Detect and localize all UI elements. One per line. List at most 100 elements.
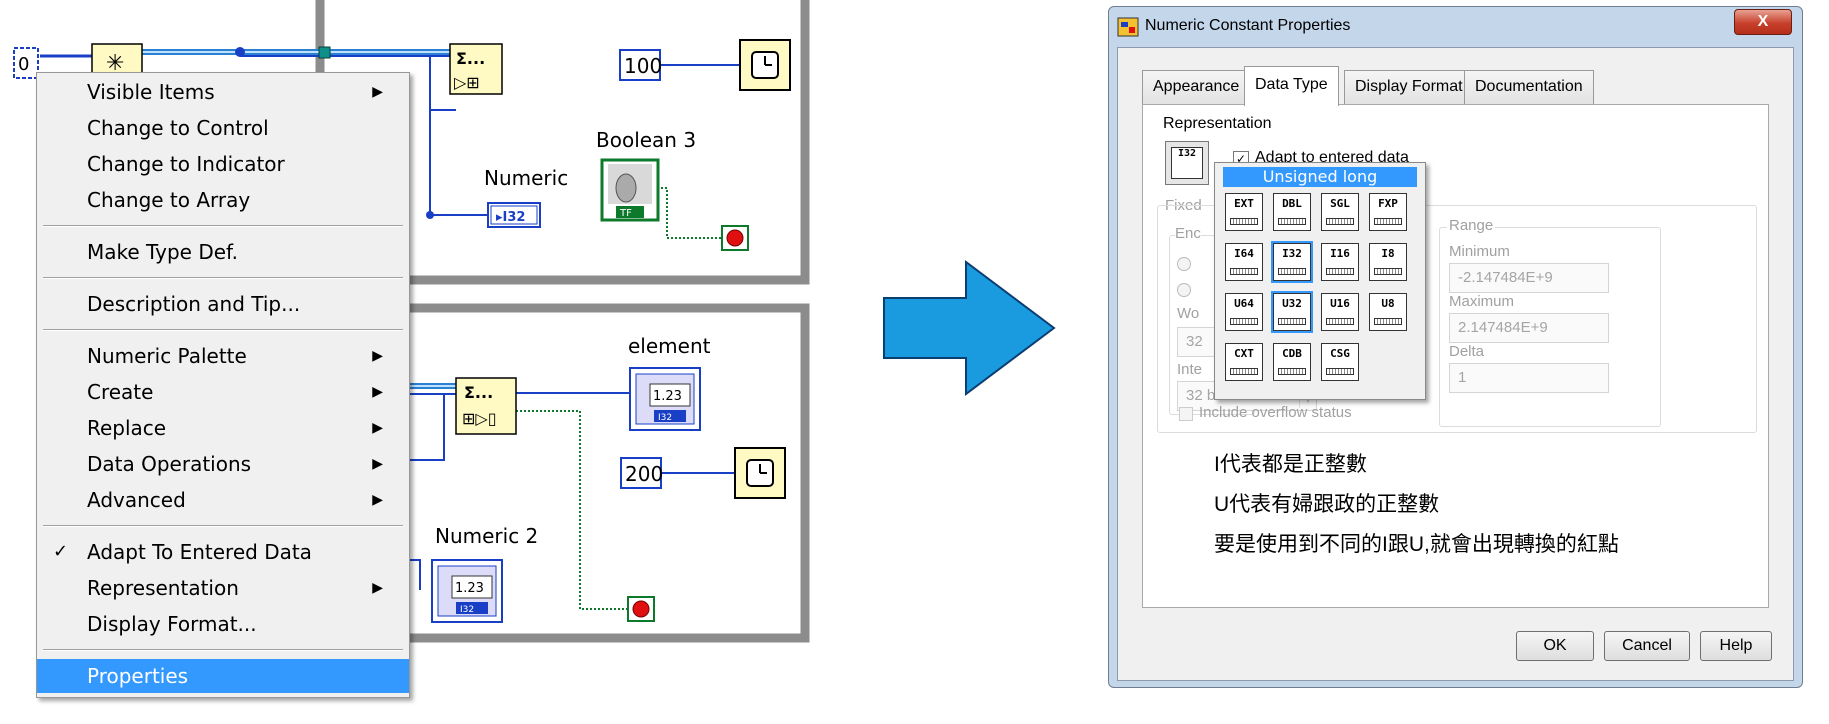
ok-button[interactable]: OK (1516, 631, 1594, 661)
menu-item-adapt-to-entered-data[interactable]: ✓Adapt To Entered Data (37, 535, 409, 569)
boolean-control-terminal: TF (600, 158, 660, 222)
representation-button[interactable]: I32 (1165, 141, 1209, 185)
type-ext[interactable]: EXT (1225, 193, 1263, 231)
menu-separator (43, 525, 403, 527)
menu-item-change-to-control[interactable]: Change to Control (87, 116, 269, 140)
menu-item-representation[interactable]: Representation▶ (37, 571, 409, 605)
help-button[interactable]: Help (1700, 631, 1772, 661)
numeric-label: Numeric (484, 166, 569, 190)
constant-100 (619, 49, 661, 81)
dialog-title: Numeric Constant Properties (1145, 17, 1351, 34)
type-csg[interactable]: CSG (1321, 343, 1359, 381)
type-u32[interactable]: U32 (1271, 291, 1313, 333)
type-i64[interactable]: I64 (1225, 243, 1263, 281)
svg-text:▷⊞: ▷⊞ (454, 73, 480, 92)
range-group (1439, 227, 1661, 427)
type-u8[interactable]: U8 (1369, 293, 1407, 331)
right-arrow-icon (883, 260, 1056, 396)
delta-field[interactable]: 1 (1449, 363, 1609, 393)
type-u64[interactable]: U64 (1225, 293, 1263, 331)
type-cdb[interactable]: CDB (1273, 343, 1311, 381)
close-button[interactable]: X (1734, 9, 1792, 35)
radio-signed[interactable] (1177, 257, 1191, 271)
type-cxt[interactable]: CXT (1225, 343, 1263, 381)
labview-app-icon (1117, 17, 1139, 37)
numeric-constant-zero: 0 (13, 47, 39, 79)
block-diagram: 0 ✳ Σ... ▷⊞ 100 ▸I32 TF (13, 0, 810, 643)
tab-documentation[interactable]: Documentation (1464, 70, 1594, 104)
menu-item-numeric-palette[interactable]: Numeric Palette▶ (37, 339, 409, 373)
type-i32[interactable]: I32 (1271, 241, 1313, 283)
menu-item-description-and-tip[interactable]: Description and Tip... (87, 292, 301, 316)
svg-text:✳: ✳ (106, 51, 124, 76)
fixed-point-group (1157, 205, 1757, 433)
constant-200 (620, 457, 662, 489)
type-dbl[interactable]: DBL (1273, 193, 1311, 231)
encoding-label: Enc (1175, 225, 1201, 242)
svg-text:I32: I32 (460, 605, 474, 615)
menu-item-create[interactable]: Create▶ (37, 375, 409, 409)
svg-text:TF: TF (619, 208, 632, 219)
palette-tooltip: Unsigned long (1223, 167, 1417, 187)
context-menu: Visible Items▶ Change to Control Change … (36, 72, 410, 698)
checkmark-icon: ✓ (53, 541, 69, 562)
overflow-checkbox[interactable] (1179, 407, 1193, 421)
title-bar[interactable]: Numeric Constant Properties X (1109, 7, 1802, 47)
svg-text:I32: I32 (658, 413, 672, 423)
element-label: element (628, 334, 711, 358)
representation-label: Representation (1163, 115, 1272, 132)
menu-item-visible-items[interactable]: Visible Items▶ (37, 75, 409, 109)
type-sgl[interactable]: SGL (1321, 193, 1359, 231)
minimum-field[interactable]: -2.147484E+9 (1449, 263, 1609, 293)
menu-item-make-type-def[interactable]: Make Type Def. (87, 240, 238, 264)
menu-item-data-operations[interactable]: Data Operations▶ (37, 447, 409, 481)
svg-text:1.23: 1.23 (455, 581, 484, 596)
radio-unsigned[interactable] (1177, 283, 1191, 297)
numeric-indicator-terminal: ▸I32 (487, 202, 541, 228)
menu-item-display-format[interactable]: Display Format... (87, 612, 257, 636)
numeric2-label: Numeric 2 (435, 524, 539, 548)
range-label: Range (1447, 217, 1496, 234)
tab-data-type[interactable]: Data Type (1244, 66, 1339, 106)
submenu-arrow-icon: ▶ (372, 580, 383, 596)
svg-text:Σ...: Σ... (464, 383, 493, 402)
menu-separator (43, 225, 403, 227)
representation-icon: I32 (1171, 147, 1203, 179)
note-line-3: 要是使用到不同的I跟U,就會出現轉換的紅點 (1214, 533, 1619, 556)
menu-item-replace[interactable]: Replace▶ (37, 411, 409, 445)
type-u16[interactable]: U16 (1321, 293, 1359, 331)
cancel-button[interactable]: Cancel (1604, 631, 1690, 661)
type-i16[interactable]: I16 (1321, 243, 1359, 281)
stop-terminal-top (721, 225, 749, 251)
maximum-label: Maximum (1449, 293, 1515, 310)
minimum-label: Minimum (1449, 243, 1510, 260)
submenu-arrow-icon: ▶ (372, 348, 383, 364)
tab-appearance[interactable]: Appearance (1142, 70, 1251, 104)
type-fxp[interactable]: FXP (1369, 193, 1407, 231)
menu-separator (43, 329, 403, 331)
type-i8[interactable]: I8 (1369, 243, 1407, 281)
overflow-label: Include overflow status (1199, 404, 1352, 421)
constant-200-text: 200 (625, 462, 663, 486)
menu-item-advanced[interactable]: Advanced▶ (37, 483, 409, 517)
array-function-top: Σ... ▷⊞ (449, 43, 503, 95)
boolean3-label: Boolean 3 (596, 128, 697, 152)
element-indicator: 1.23 I32 (629, 367, 701, 431)
maximum-field[interactable]: 2.147484E+9 (1449, 313, 1609, 343)
submenu-arrow-icon: ▶ (372, 84, 383, 100)
note-line-2: U代表有婦跟政的正整數 (1214, 493, 1440, 516)
svg-text:⊞▷▯: ⊞▷▯ (462, 409, 497, 428)
word-length-label: Wo (1177, 305, 1200, 322)
note-line-1: I代表都是正整數 (1214, 453, 1367, 476)
menu-item-change-to-array[interactable]: Change to Array (87, 188, 251, 212)
adapt-label: Adapt to entered data (1255, 149, 1409, 166)
menu-item-properties[interactable]: Properties (37, 659, 409, 693)
wait-function-top (739, 39, 791, 91)
submenu-arrow-icon: ▶ (372, 456, 383, 472)
array-function-bottom: Σ... ⊞▷▯ (455, 377, 517, 435)
representation-palette: Unsigned long EXT DBL SGL FXP I64 I32 I1… (1214, 162, 1426, 400)
tab-display-format[interactable]: Display Format (1344, 70, 1474, 104)
constant-100-text: 100 (624, 54, 662, 78)
menu-item-change-to-indicator[interactable]: Change to Indicator (87, 152, 285, 176)
properties-dialog: Numeric Constant Properties X Appearance… (1108, 6, 1803, 688)
